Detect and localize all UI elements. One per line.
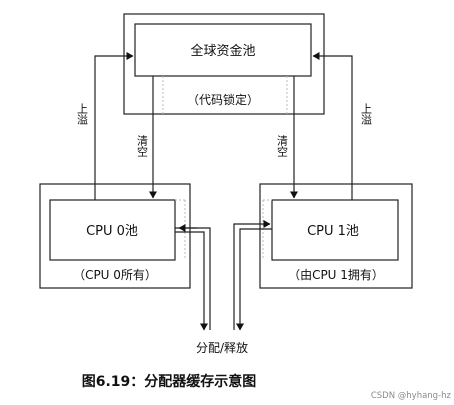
right-drain-edge: 清空 — [276, 76, 298, 199]
right-overflow-arrow — [312, 52, 353, 200]
cpu0-alloc-arrow — [175, 231, 208, 331]
cpu1-alloc-arrow — [236, 228, 272, 331]
left-overflow-label: 上溢 — [76, 103, 89, 125]
left-drain-label: 清空 — [136, 135, 149, 157]
cpu1-pool-subtitle: （由CPU 1拥有） — [288, 268, 384, 282]
left-drain-edge: 清空 — [136, 76, 157, 199]
cpu1-pool: CPU 1池 （由CPU 1拥有） — [259, 183, 413, 289]
alloc-free-label: 分配/释放 — [196, 340, 248, 355]
left-overflow-edge: 上溢 — [76, 52, 134, 200]
global-pool: 全球资金池 （代码锁定） — [123, 13, 325, 115]
right-drain-label: 清空 — [276, 135, 289, 157]
cpu0-pool: CPU 0池 （CPU 0所有） — [39, 183, 191, 289]
cpu0-pool-subtitle: （CPU 0所有） — [73, 268, 157, 282]
global-pool-title: 全球资金池 — [190, 43, 255, 59]
cpu1-alloc-free-lines — [233, 220, 272, 331]
figure-caption: 图6.19：分配器缓存示意图 — [82, 373, 257, 390]
global-pool-subtitle: （代码锁定） — [187, 92, 259, 107]
cpu0-free-arrow — [178, 224, 211, 330]
right-overflow-edge: 上溢 — [312, 52, 373, 200]
cpu0-pool-title: CPU 0池 — [86, 224, 138, 239]
cpu1-free-arrow — [233, 220, 271, 330]
left-overflow-arrow — [94, 52, 134, 200]
cpu1-pool-title: CPU 1池 — [307, 224, 359, 239]
cpu1-pool-inner-box — [271, 199, 399, 261]
cpu0-alloc-free-lines — [175, 224, 211, 331]
cpu0-pool-inner-box — [49, 199, 176, 261]
right-overflow-label: 上溢 — [360, 103, 373, 125]
watermark: CSDN @hyhang-hz — [371, 391, 452, 401]
global-pool-inner-box — [134, 23, 312, 77]
